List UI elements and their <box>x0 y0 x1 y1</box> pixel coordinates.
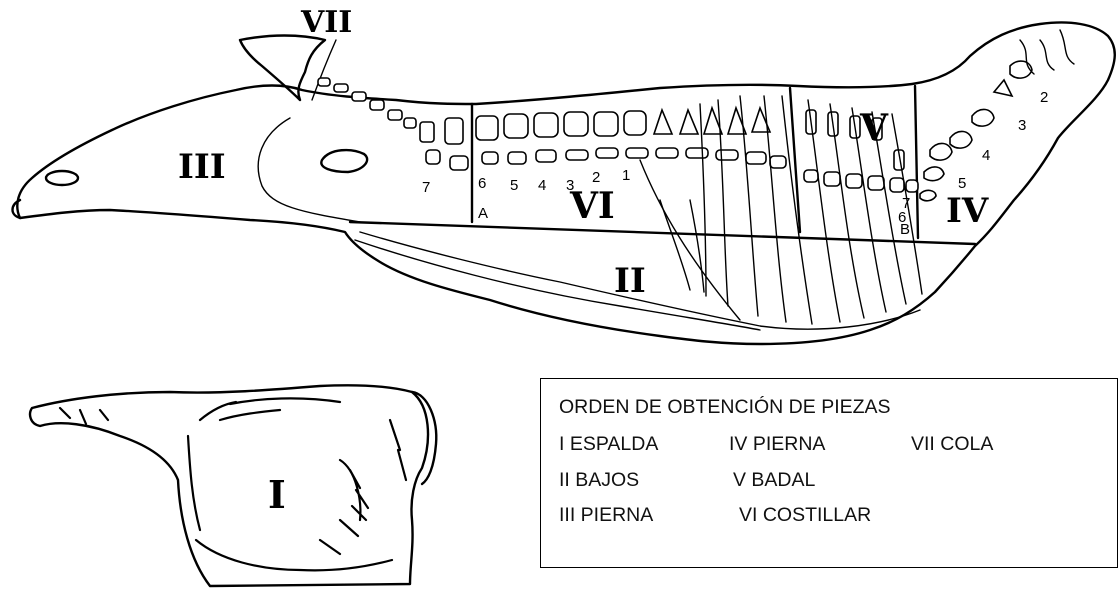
label-vi: VI <box>569 185 615 227</box>
legend-item: III PIERNA <box>559 504 653 527</box>
vertebrae-lower <box>426 148 918 192</box>
vertebra-num: 2 <box>592 169 600 186</box>
tail-vertebrae <box>318 78 416 128</box>
label-iii: III <box>178 147 226 187</box>
shoulder-knuckle <box>412 392 436 484</box>
legend-item: V BADAL <box>733 469 815 492</box>
vertebra-num: 5 <box>510 177 518 194</box>
divider-v-right <box>915 86 918 238</box>
vertebra-num: 7 <box>422 179 430 196</box>
label-vii: VII <box>300 5 352 40</box>
vertebra-num: 4 <box>982 147 990 164</box>
label-i: I <box>268 472 286 517</box>
legend-title: ORDEN DE OBTENCIÓN DE PIEZAS <box>559 396 891 419</box>
label-a: A <box>478 205 488 222</box>
pelvis-bones <box>920 30 1074 201</box>
vertebra-num: 2 <box>1040 89 1048 106</box>
hip-bone <box>321 150 367 172</box>
tail-outline <box>240 36 325 101</box>
vertebra-num: 3 <box>566 177 574 194</box>
piece-i-shoulder: I <box>30 385 436 586</box>
label-v: V <box>859 107 889 149</box>
vertebra-num: 6 <box>898 209 906 226</box>
shoulder-outline <box>30 385 428 586</box>
vertebra-num: 4 <box>538 177 546 194</box>
vertebra-num: 6 <box>478 175 486 192</box>
vertebra-num: 3 <box>1018 117 1026 134</box>
legend-item: VI COSTILLAR <box>739 504 871 527</box>
vertebra-num: 5 <box>958 175 966 192</box>
legend-box: ORDEN DE OBTENCIÓN DE PIEZAS I ESPALDA I… <box>540 378 1118 568</box>
legend-item: I ESPALDA <box>559 433 658 456</box>
legend-item: II BAJOS <box>559 469 639 492</box>
legend-item: IV PIERNA <box>729 433 825 456</box>
flank-curve <box>258 118 360 222</box>
shoulder-hatch <box>60 398 406 570</box>
legend-item: VII COLA <box>911 433 993 456</box>
vertebra-num: 1 <box>622 167 630 184</box>
label-iv: IV <box>946 191 989 231</box>
label-ii: II <box>614 261 646 301</box>
divider-horizontal <box>350 222 975 244</box>
hock-eye <box>46 171 78 185</box>
